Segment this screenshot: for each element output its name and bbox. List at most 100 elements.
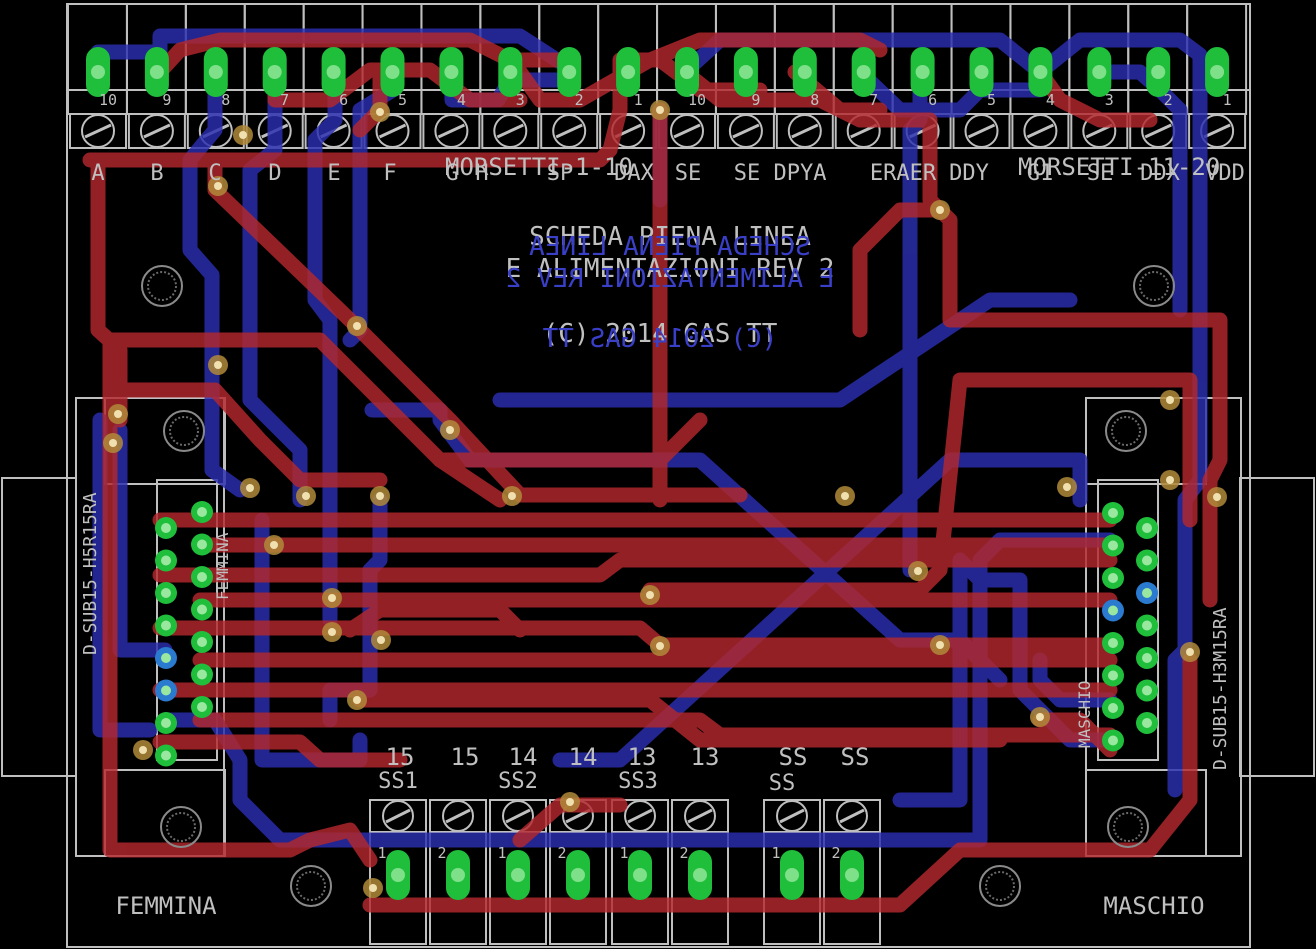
terminal-number: 1 bbox=[634, 91, 643, 109]
signal-label: A bbox=[91, 161, 104, 186]
bottom-block-name: SS2 bbox=[498, 769, 538, 794]
pad-drill bbox=[1108, 508, 1118, 518]
via-drill bbox=[369, 884, 377, 892]
top-trace bbox=[362, 652, 1198, 913]
mounting-hole-inner bbox=[296, 871, 326, 901]
bottom-pin-number: 1 bbox=[377, 844, 386, 862]
top-trace bbox=[852, 202, 948, 338]
pad-drill bbox=[267, 65, 282, 79]
pad-drill bbox=[1151, 65, 1166, 79]
pad-drill bbox=[571, 868, 585, 882]
bottom-terminal-label: 13 bbox=[628, 743, 657, 771]
bottom-terminal-screw-slot bbox=[779, 808, 805, 824]
terminal-number: 9 bbox=[751, 91, 760, 109]
bottom-terminal-label: 14 bbox=[569, 743, 598, 771]
signal-label: G bbox=[445, 161, 458, 186]
pad-drill bbox=[974, 65, 989, 79]
bottom-terminal-screw-slot bbox=[385, 808, 411, 824]
pad-drill bbox=[197, 604, 207, 615]
terminal-number: 10 bbox=[688, 91, 706, 109]
bottom-trace bbox=[182, 64, 248, 498]
bottom-terminal-screw-slot bbox=[687, 808, 713, 824]
terminal-screw bbox=[1023, 114, 1058, 148]
terminal-number: 2 bbox=[1164, 91, 1173, 109]
pad-drill bbox=[1108, 703, 1118, 713]
terminal-screw bbox=[493, 114, 528, 148]
left-connector-caption: FEMMINA bbox=[115, 892, 217, 920]
pad-drill bbox=[680, 65, 694, 79]
bottom-pin-number: 2 bbox=[679, 844, 688, 862]
pad-drill bbox=[915, 65, 930, 79]
board-copyright: (C) 2014 GAS TT bbox=[543, 319, 778, 349]
terminal-screw-slot bbox=[673, 123, 701, 139]
bottom-terminal-housing bbox=[671, 831, 729, 945]
terminal-number: 2 bbox=[575, 91, 584, 109]
signal-label: SP bbox=[547, 161, 574, 186]
top-trace bbox=[102, 332, 508, 508]
right-connector-part: D-SUB15-H3M15RA bbox=[1210, 607, 1231, 770]
board-title-line2: E ALIMENTAZIONI REV 2 bbox=[506, 254, 835, 284]
pad-drill bbox=[1142, 555, 1152, 566]
top-trace bbox=[102, 337, 378, 868]
terminal-screw-slot bbox=[143, 123, 171, 139]
bottom-terminal-housing bbox=[823, 831, 881, 945]
bottom-trace bbox=[492, 292, 1078, 408]
terminal-screw-slot bbox=[555, 123, 583, 139]
top-trace bbox=[642, 372, 1198, 598]
via-drill bbox=[109, 439, 117, 447]
terminal-screw bbox=[434, 114, 469, 148]
left-dsub-shell bbox=[1, 477, 77, 777]
bottom-block-name: SS bbox=[769, 771, 796, 796]
pad-drill bbox=[1108, 735, 1118, 746]
terminal-screw-slot bbox=[967, 123, 996, 139]
top-trace bbox=[152, 620, 1118, 653]
mounting-hole bbox=[1105, 410, 1147, 452]
signal-label: H bbox=[475, 161, 488, 186]
terminal-screw bbox=[964, 114, 999, 148]
mounting-hole bbox=[979, 865, 1021, 907]
via-drill bbox=[1186, 648, 1194, 656]
pad-drill bbox=[1142, 523, 1152, 533]
signal-label: DPYA bbox=[774, 161, 827, 186]
mounting-hole-inner bbox=[1111, 416, 1141, 446]
board-title-line1: SCHEDA PIENA LINEA bbox=[529, 222, 811, 252]
signal-label: E bbox=[327, 161, 340, 186]
bottom-terminal-label: SS bbox=[779, 743, 808, 771]
pad-drill bbox=[1142, 685, 1152, 696]
mounting-hole-inner bbox=[147, 271, 177, 301]
via-drill bbox=[302, 492, 310, 500]
terminal-number: 4 bbox=[1046, 91, 1055, 109]
pad-drill bbox=[161, 685, 171, 696]
signal-label: DAX bbox=[614, 161, 654, 186]
top-trace bbox=[1032, 712, 1118, 758]
pad-drill bbox=[391, 868, 405, 882]
pad-drill bbox=[1108, 670, 1118, 681]
pad-drill bbox=[1108, 573, 1118, 583]
pad-drill bbox=[1108, 540, 1118, 551]
pad-drill bbox=[1142, 588, 1152, 598]
via-drill bbox=[936, 641, 944, 649]
via-drill bbox=[239, 131, 247, 139]
bottom-block-name: SS1 bbox=[378, 769, 418, 794]
pad-drill bbox=[161, 588, 171, 598]
bottom-trace bbox=[242, 64, 308, 508]
pad-drill bbox=[91, 65, 105, 79]
via-drill bbox=[841, 492, 849, 500]
signal-label: C bbox=[208, 161, 221, 186]
bottom-pin-number: 1 bbox=[497, 844, 506, 862]
mirrored-title-line1: SCHEDA PIENA LINEA bbox=[529, 232, 811, 262]
pad-drill bbox=[1210, 65, 1225, 79]
top-trace bbox=[267, 62, 528, 108]
pad-drill bbox=[621, 65, 636, 79]
terminal-number: 5 bbox=[398, 91, 407, 109]
pad-drill bbox=[451, 868, 465, 882]
terminal-screw-slot bbox=[1203, 123, 1231, 139]
terminal-screw bbox=[375, 114, 410, 148]
pad-drill bbox=[197, 507, 207, 517]
via-drill bbox=[656, 642, 664, 650]
terminal-screw bbox=[787, 114, 822, 148]
terminal-number: 7 bbox=[280, 91, 289, 109]
signal-label: VDD bbox=[1205, 161, 1245, 186]
bottom-pin-number: 1 bbox=[619, 844, 628, 862]
